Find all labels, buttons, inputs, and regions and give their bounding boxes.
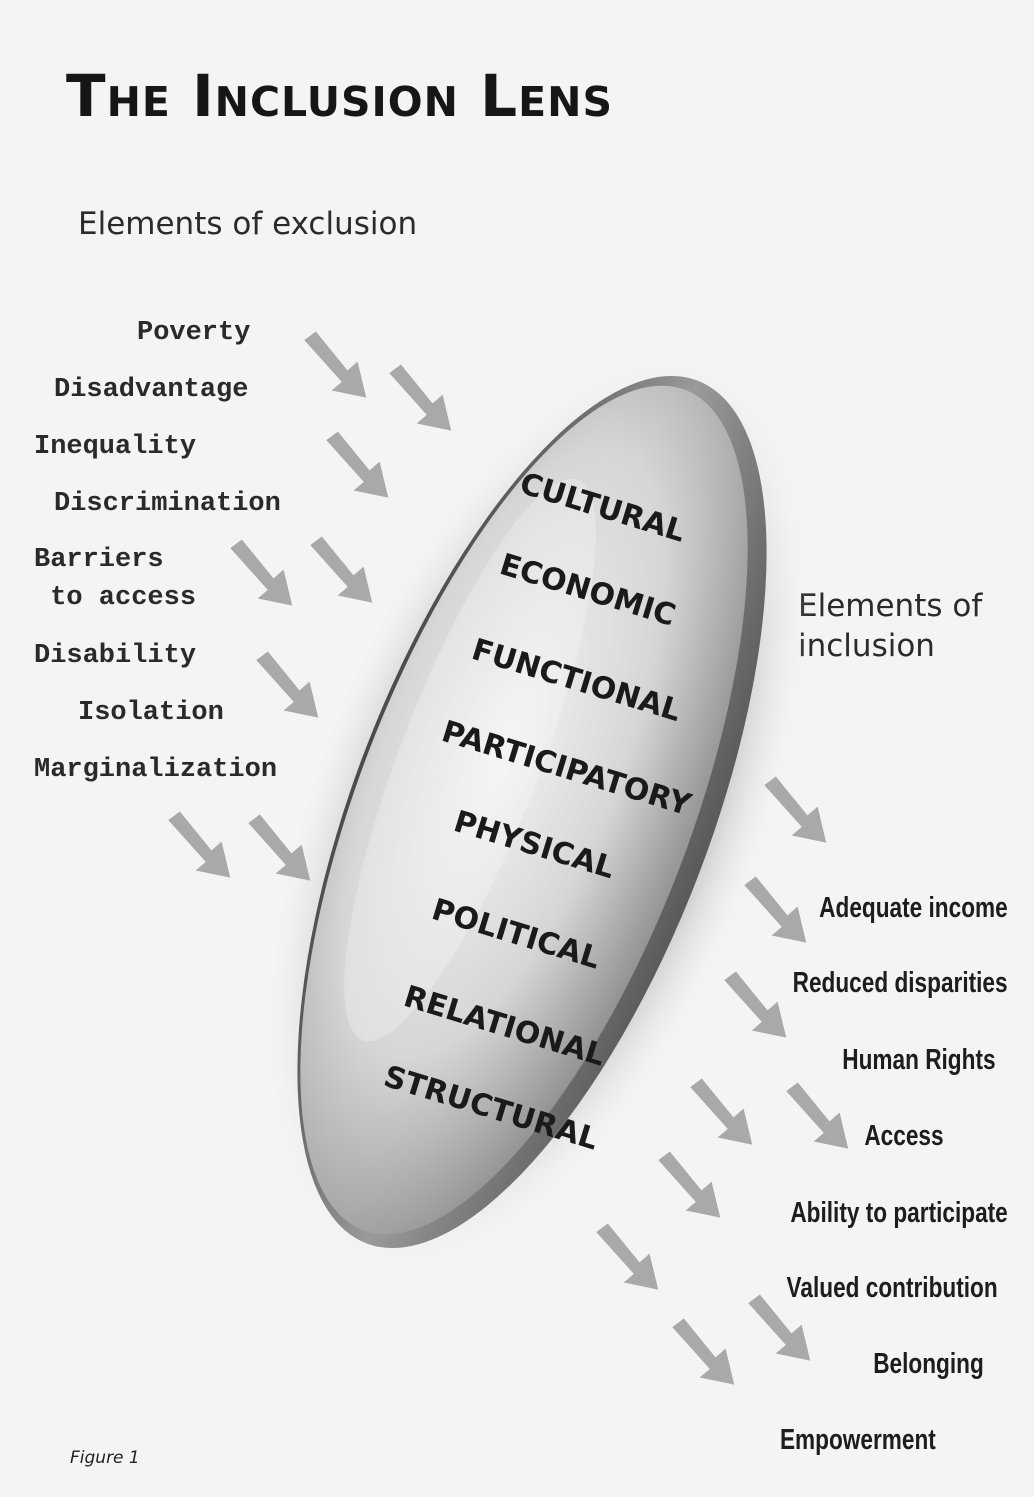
- exclusion-item: Discrimination: [54, 489, 281, 519]
- down-right-arrow-icon: [672, 1318, 735, 1385]
- down-right-arrow-icon: [389, 364, 452, 431]
- exclusion-item: Inequality: [34, 432, 197, 462]
- down-right-arrow-icon: [326, 431, 389, 498]
- exclusion-item: Barriers to access: [34, 545, 197, 613]
- inclusion-item: Empowerment: [780, 1424, 936, 1456]
- lens-highlight: [344, 478, 596, 1042]
- inclusion-item: Belonging: [873, 1348, 984, 1380]
- down-right-arrow-icon: [724, 971, 787, 1038]
- down-right-arrow-icon: [690, 1078, 753, 1145]
- exclusion-item: Disability: [34, 641, 197, 671]
- down-right-arrow-icon: [310, 536, 373, 603]
- inclusion-item: Human Rights: [842, 1044, 996, 1076]
- figure-title: The Inclusion Lens: [66, 62, 613, 130]
- down-right-arrow-icon: [744, 876, 807, 943]
- down-right-arrow-icon: [304, 331, 367, 398]
- exclusion-item: Isolation: [78, 698, 224, 728]
- inclusion-item: Valued contribution: [786, 1272, 998, 1304]
- exclusion-heading: Elements of exclusion: [78, 206, 418, 242]
- inclusion-item: Adequate income: [819, 892, 1008, 924]
- figure-caption: Figure 1: [70, 1448, 140, 1468]
- down-right-arrow-icon: [786, 1082, 849, 1149]
- inclusion-item: Ability to participate: [790, 1197, 1008, 1229]
- down-right-arrow-icon: [230, 539, 293, 606]
- down-right-arrow-icon: [168, 811, 231, 878]
- exclusion-item: Disadvantage: [54, 375, 249, 405]
- inclusion-heading: Elements of inclusion: [798, 588, 983, 664]
- inclusion-item: Access: [864, 1120, 944, 1152]
- down-right-arrow-icon: [658, 1151, 721, 1218]
- exclusion-item: Marginalization: [34, 755, 278, 785]
- lens-face: [300, 385, 748, 1235]
- inclusion-item: Reduced disparities: [793, 967, 1008, 999]
- exclusion-item: Poverty: [137, 318, 251, 348]
- down-right-arrow-icon: [596, 1223, 659, 1290]
- down-right-arrow-icon: [256, 651, 319, 718]
